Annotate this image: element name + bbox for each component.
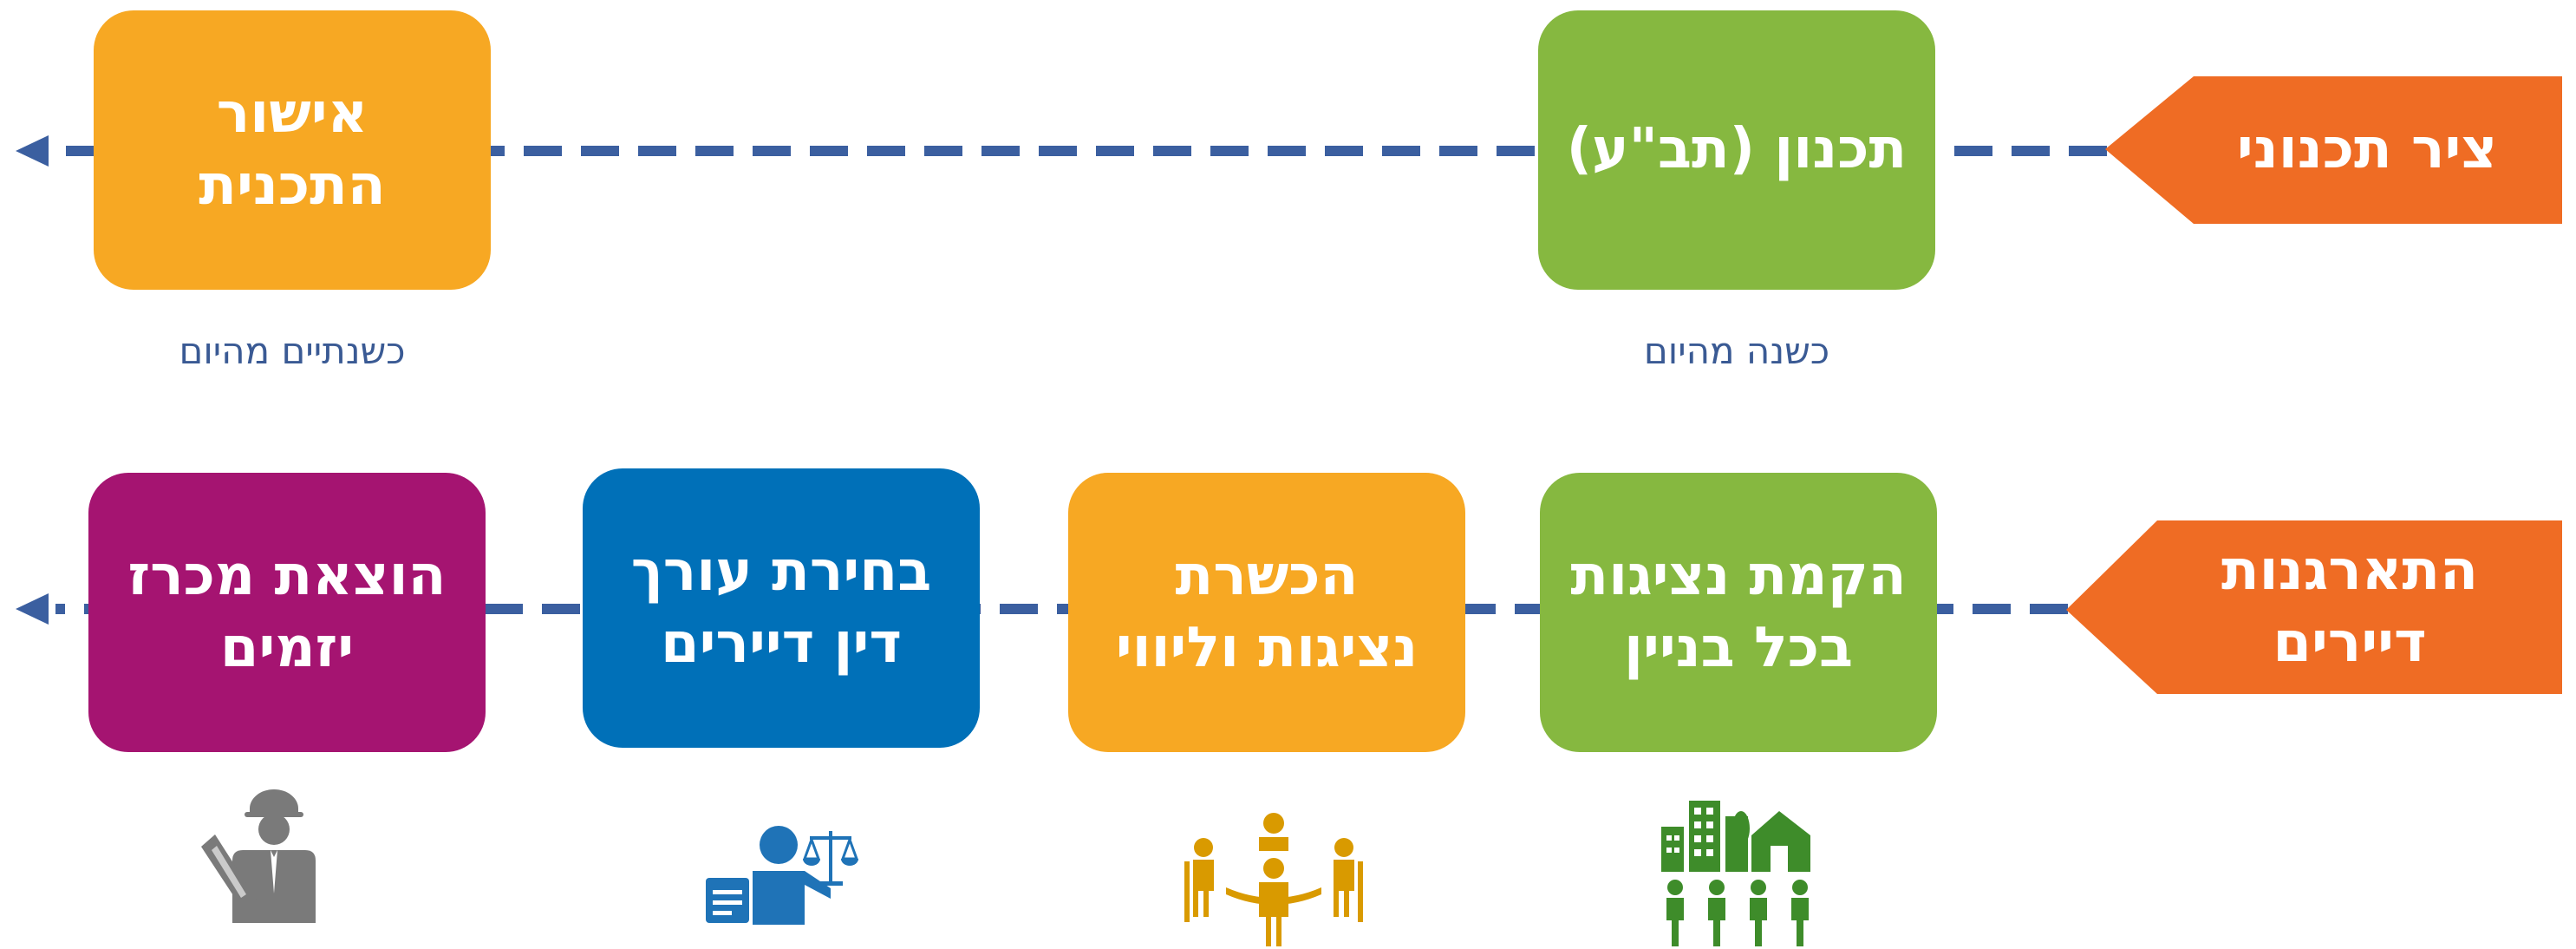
step-planning: תכנון (תב"ע) (1538, 10, 1935, 290)
row1-banner-shape (2105, 76, 2562, 224)
row1-banner: ציר תכנוני (2185, 76, 2549, 224)
step-planning-label: תכנון (תב"ע) (1566, 117, 1908, 182)
step-choose-lawyer-label: בחירת עורך דין דיירים (630, 539, 932, 676)
row2-arrowhead (16, 593, 49, 625)
row2-banner-shape (2066, 520, 2562, 694)
step-plan-approval-caption: כשנתיים מהיום (179, 330, 406, 372)
row1-banner-label: ציר תכנוני (2236, 117, 2498, 182)
row1-arrowhead (16, 135, 49, 167)
step-establish-representation-label: הקמת נציגות בכל בניין (1570, 543, 1907, 680)
step-training-representation: הכשרת נציגות וליווי (1068, 473, 1465, 752)
row2-banner-label: התארגנות דיירים (2221, 538, 2479, 675)
meeting-table-icon (1184, 813, 1363, 946)
step-plan-approval-label: אישור התכנית (199, 81, 386, 218)
lawyer-scales-icon (706, 826, 859, 925)
step-developer-tender: הוצאת מכרז יזמים (88, 473, 486, 752)
engineer-blueprint-icon (201, 789, 316, 923)
step-establish-representation: הקמת נציגות בכל בניין (1540, 473, 1937, 752)
step-developer-tender-label: הוצאת מכרז יזמים (127, 543, 447, 680)
step-training-representation-label: הכשרת נציגות וליווי (1115, 543, 1418, 680)
step-planning-caption: כשנה מהיום (1643, 330, 1830, 372)
step-plan-approval: אישור התכנית (94, 10, 491, 290)
row1-connector (16, 135, 2107, 167)
row2-banner: התארגנות דיירים (2150, 520, 2549, 694)
buildings-and-people-icon (1661, 801, 1810, 946)
step-choose-lawyer: בחירת עורך דין דיירים (583, 468, 980, 748)
